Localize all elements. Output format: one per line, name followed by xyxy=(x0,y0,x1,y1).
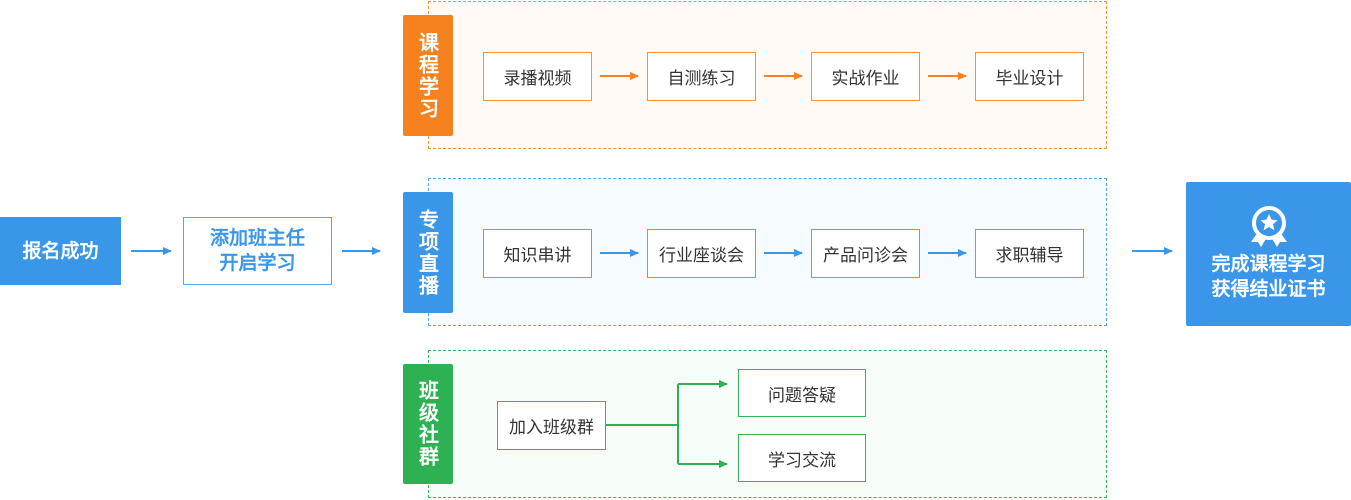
course-step-2: 自测练习 xyxy=(647,52,756,101)
live-tag: 专项直播 xyxy=(403,192,453,313)
course-step-1: 录播视频 xyxy=(483,52,592,101)
start-step: 报名成功 xyxy=(0,217,121,285)
add-teacher-label-line1: 添加班主任 xyxy=(209,227,305,250)
live-step-1: 知识串讲 xyxy=(483,229,592,278)
add-teacher-step: 添加班主任 开启学习 xyxy=(183,217,332,285)
completion-label-line1: 完成课程学习 xyxy=(1211,253,1326,276)
live-step-3: 产品问诊会 xyxy=(811,229,920,278)
course-step-3: 实战作业 xyxy=(811,52,920,101)
course-tag: 课程学习 xyxy=(403,15,453,136)
community-target-1: 问题答疑 xyxy=(738,369,866,417)
community-target-2: 学习交流 xyxy=(738,434,866,482)
live-step-2: 行业座谈会 xyxy=(647,229,756,278)
add-teacher-label-line2: 开启学习 xyxy=(219,252,296,274)
completion-label-line2: 获得结业证书 xyxy=(1211,278,1326,300)
start-label: 报名成功 xyxy=(22,239,99,262)
award-medal-icon xyxy=(1250,206,1287,248)
live-step-4: 求职辅导 xyxy=(975,229,1084,278)
community-source: 加入班级群 xyxy=(497,401,606,450)
community-tag: 班级社群 xyxy=(403,364,453,484)
completion-step: 完成课程学习 获得结业证书 xyxy=(1186,182,1351,326)
course-step-4: 毕业设计 xyxy=(975,52,1084,101)
